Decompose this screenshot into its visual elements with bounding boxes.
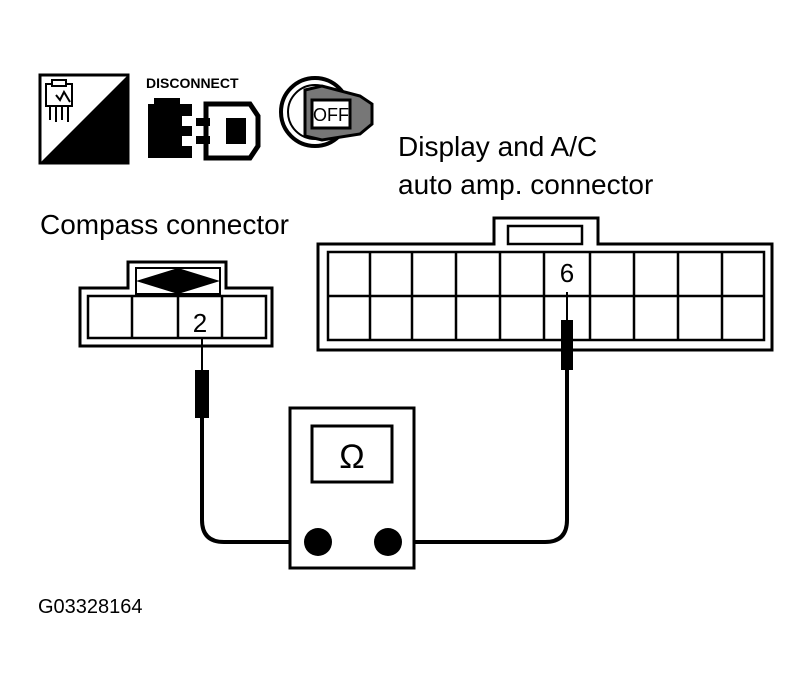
harness-side-icon: H.S. bbox=[38, 73, 130, 165]
display-pin-number: 6 bbox=[560, 258, 574, 288]
ignition-off-icon: OFF bbox=[279, 76, 374, 148]
display-connector-label-line1: Display and A/C bbox=[398, 131, 597, 162]
hs-label: H.S. bbox=[77, 137, 120, 162]
meter-terminal-right bbox=[374, 528, 402, 556]
compass-connector-label: Compass connector bbox=[40, 209, 289, 240]
display-ac-connector: 6 bbox=[316, 216, 774, 352]
disconnect-icon: DISCONNECT bbox=[146, 75, 261, 161]
meter-terminal-left bbox=[304, 528, 332, 556]
disconnect-label: DISCONNECT bbox=[146, 75, 239, 91]
figure-id: G03328164 bbox=[38, 596, 143, 618]
left-test-lead bbox=[195, 338, 308, 544]
compass-pin-number: 2 bbox=[193, 308, 207, 338]
right-test-lead bbox=[398, 292, 573, 544]
ohmmeter: Ω bbox=[288, 406, 416, 570]
ohm-symbol: Ω bbox=[339, 438, 364, 476]
ignition-off-label: OFF bbox=[313, 105, 349, 125]
compass-connector: 2 bbox=[78, 260, 274, 348]
display-connector-label-line2: auto amp. connector bbox=[398, 169, 653, 200]
